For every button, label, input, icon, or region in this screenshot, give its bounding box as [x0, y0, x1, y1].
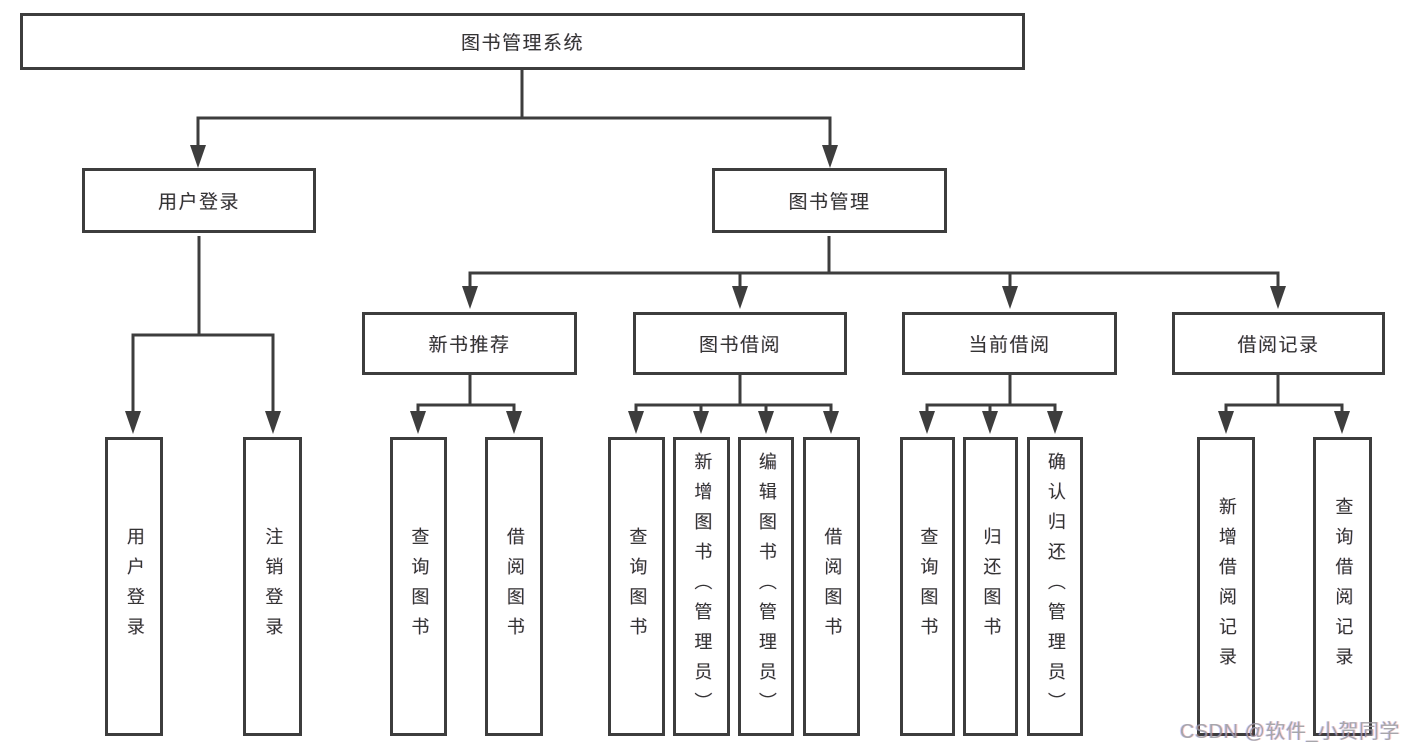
connector-new-book-recommend-to-leaves — [416, 375, 516, 416]
arrowhead-bb-borrow-books — [823, 411, 839, 434]
node-book-borrow-label: 图书借阅 — [698, 335, 781, 356]
leaf-bb-borrow-books: 借阅图书 — [803, 437, 860, 736]
leaf-br-query-record: 查询借阅记录 — [1313, 437, 1372, 736]
arrowhead-bb-add-books — [693, 411, 709, 434]
leaf-user-login: 用户登录 — [105, 437, 163, 736]
node-library-system-label: 图书管理系统 — [460, 33, 584, 54]
leaf-cb-confirm-return-admin-label: 确认归还（管理员） — [1045, 451, 1066, 722]
node-current-borrow-label: 当前借阅 — [968, 335, 1051, 356]
leaf-bb-add-books-admin-label: 新增图书（管理员） — [692, 451, 713, 722]
node-book-management-label: 图书管理 — [788, 192, 871, 213]
connector-current-borrow-to-leaves — [925, 375, 1057, 416]
arrowhead-nb-query-books — [410, 411, 426, 434]
arrowhead-cb-return-books — [982, 411, 998, 434]
arrowhead-nb-borrow-books — [506, 411, 522, 434]
arrowhead-user-login — [190, 145, 206, 168]
node-book-management: 图书管理 — [712, 168, 947, 233]
leaf-nb-borrow-books: 借阅图书 — [485, 437, 543, 736]
leaf-cb-return-books: 归还图书 — [963, 437, 1018, 736]
node-user-login-label: 用户登录 — [157, 192, 240, 213]
leaf-br-query-record-label: 查询借阅记录 — [1333, 496, 1354, 677]
leaf-br-add-record-label: 新增借阅记录 — [1216, 496, 1237, 677]
node-book-borrow: 图书借阅 — [633, 312, 847, 375]
arrowhead-book-management — [822, 145, 838, 168]
leaf-cb-confirm-return-admin: 确认归还（管理员） — [1027, 437, 1083, 736]
connector-root-to-level2 — [196, 70, 832, 148]
arrowhead-bb-edit-books — [758, 411, 774, 434]
leaf-nb-query-books: 查询图书 — [390, 437, 447, 736]
leaf-cb-query-books-label: 查询图书 — [918, 526, 939, 647]
connector-user-login-to-leaves — [131, 236, 275, 414]
arrowhead-borrow-records — [1270, 286, 1286, 309]
leaf-bb-add-books-admin: 新增图书（管理员） — [673, 437, 730, 736]
leaf-nb-query-books-label: 查询图书 — [409, 526, 430, 647]
leaf-bb-edit-books-admin-label: 编辑图书（管理员） — [756, 451, 777, 722]
arrowhead-current-borrow — [1002, 286, 1018, 309]
arrowhead-br-add-record — [1218, 411, 1234, 434]
node-borrow-records-label: 借阅记录 — [1237, 335, 1320, 356]
watermark: CSDN @软件_小贺同学 — [1179, 721, 1400, 743]
leaf-logout-login-label: 注销登录 — [263, 526, 284, 647]
leaf-bb-borrow-books-label: 借阅图书 — [822, 526, 843, 647]
connector-book-borrow-to-leaves — [634, 375, 833, 416]
arrowhead-new-book-recommend — [462, 286, 478, 309]
leaf-bb-edit-books-admin: 编辑图书（管理员） — [738, 437, 794, 736]
arrowhead-cb-query-books — [919, 411, 935, 434]
arrowhead-leaf-user-login — [125, 411, 141, 434]
node-new-book-recommend-label: 新书推荐 — [428, 335, 511, 356]
arrowhead-bb-query-books — [628, 411, 644, 434]
arrowhead-br-query-record — [1334, 411, 1350, 434]
node-new-book-recommend: 新书推荐 — [362, 312, 577, 375]
node-user-login: 用户登录 — [82, 168, 316, 233]
connector-borrow-records-to-leaves — [1224, 375, 1344, 416]
leaf-cb-return-books-label: 归还图书 — [981, 526, 1002, 647]
arrowhead-leaf-logout — [265, 411, 281, 434]
leaf-bb-query-books: 查询图书 — [608, 437, 665, 736]
leaf-br-add-record: 新增借阅记录 — [1197, 437, 1255, 736]
arrowhead-cb-confirm-return — [1047, 411, 1063, 434]
leaf-logout-login: 注销登录 — [243, 437, 302, 736]
connector-book-management-to-level3 — [468, 236, 1280, 290]
leaf-bb-query-books-label: 查询图书 — [627, 526, 648, 647]
node-current-borrow: 当前借阅 — [902, 312, 1117, 375]
arrowhead-book-borrow — [732, 286, 748, 309]
leaf-cb-query-books: 查询图书 — [900, 437, 955, 736]
leaf-nb-borrow-books-label: 借阅图书 — [504, 526, 525, 647]
node-borrow-records: 借阅记录 — [1172, 312, 1385, 375]
node-library-system: 图书管理系统 — [20, 13, 1025, 70]
leaf-user-login-label: 用户登录 — [124, 526, 145, 647]
